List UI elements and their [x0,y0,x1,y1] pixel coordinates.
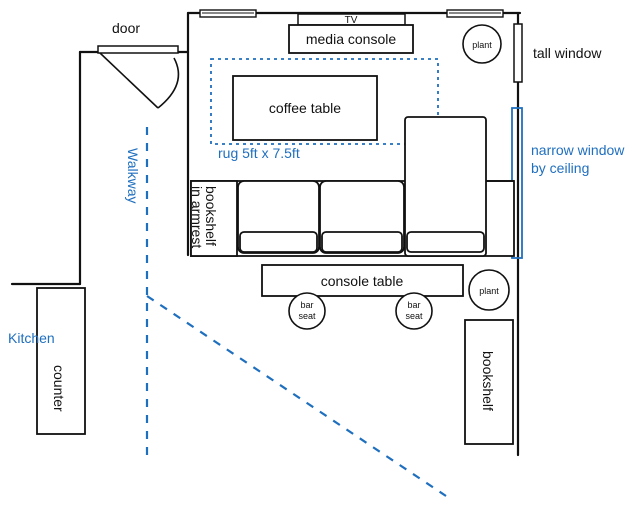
bar-seat-right-label-2: seat [405,311,423,321]
sofa-cushion-1 [239,231,318,253]
plant-right-label: plant [479,286,499,296]
kitchen-label: Kitchen [8,330,55,346]
console-table-label: console table [321,273,404,289]
bookshelf [464,319,514,445]
plant-right [468,269,510,311]
bar-seat-left-label-1: bar [300,300,313,310]
door-label: door [112,20,140,36]
rug-label: rug 5ft x 7.5ft [218,145,300,161]
walkway-diagonal [146,295,447,497]
sectional-sofa [190,116,515,257]
tv-label: TV [345,15,358,26]
kitchen-counter [36,287,86,435]
sofa-cushion-2 [321,231,403,253]
bookshelf-armrest [190,180,238,257]
bookshelf-label: bookshelf [480,351,496,411]
door-leaf [99,52,159,109]
counter-label: counter [51,365,67,412]
console-table [261,264,464,297]
bar-seat-left [288,292,326,330]
sofa-chaise [404,116,487,257]
door-swing-arc [157,57,180,109]
bar-seat-right-label-1: bar [407,300,420,310]
plant-top-label: plant [472,40,492,50]
narrow-window-label-1: narrow window [531,142,625,158]
bookshelf-armrest-label-1: bookshelf [203,186,219,246]
door: door [97,20,180,109]
media-console-label: media console [306,31,396,47]
plant-top [462,24,502,64]
coffee-table [232,75,378,141]
bookshelf-armrest-label-2: in armrest [189,186,205,248]
narrow-window-label-2: by ceiling [531,160,589,176]
tall-window-label: tall window [533,45,602,61]
coffee-table-label: coffee table [269,100,341,116]
bar-seat-left-label-2: seat [298,311,316,321]
rug [210,58,439,145]
media-console [288,24,414,54]
door-frame [97,45,179,54]
bar-seat-right [395,292,433,330]
sofa-cushion-3 [406,231,485,253]
walkway-label: Walkway [125,148,141,204]
tall-window [513,23,523,83]
